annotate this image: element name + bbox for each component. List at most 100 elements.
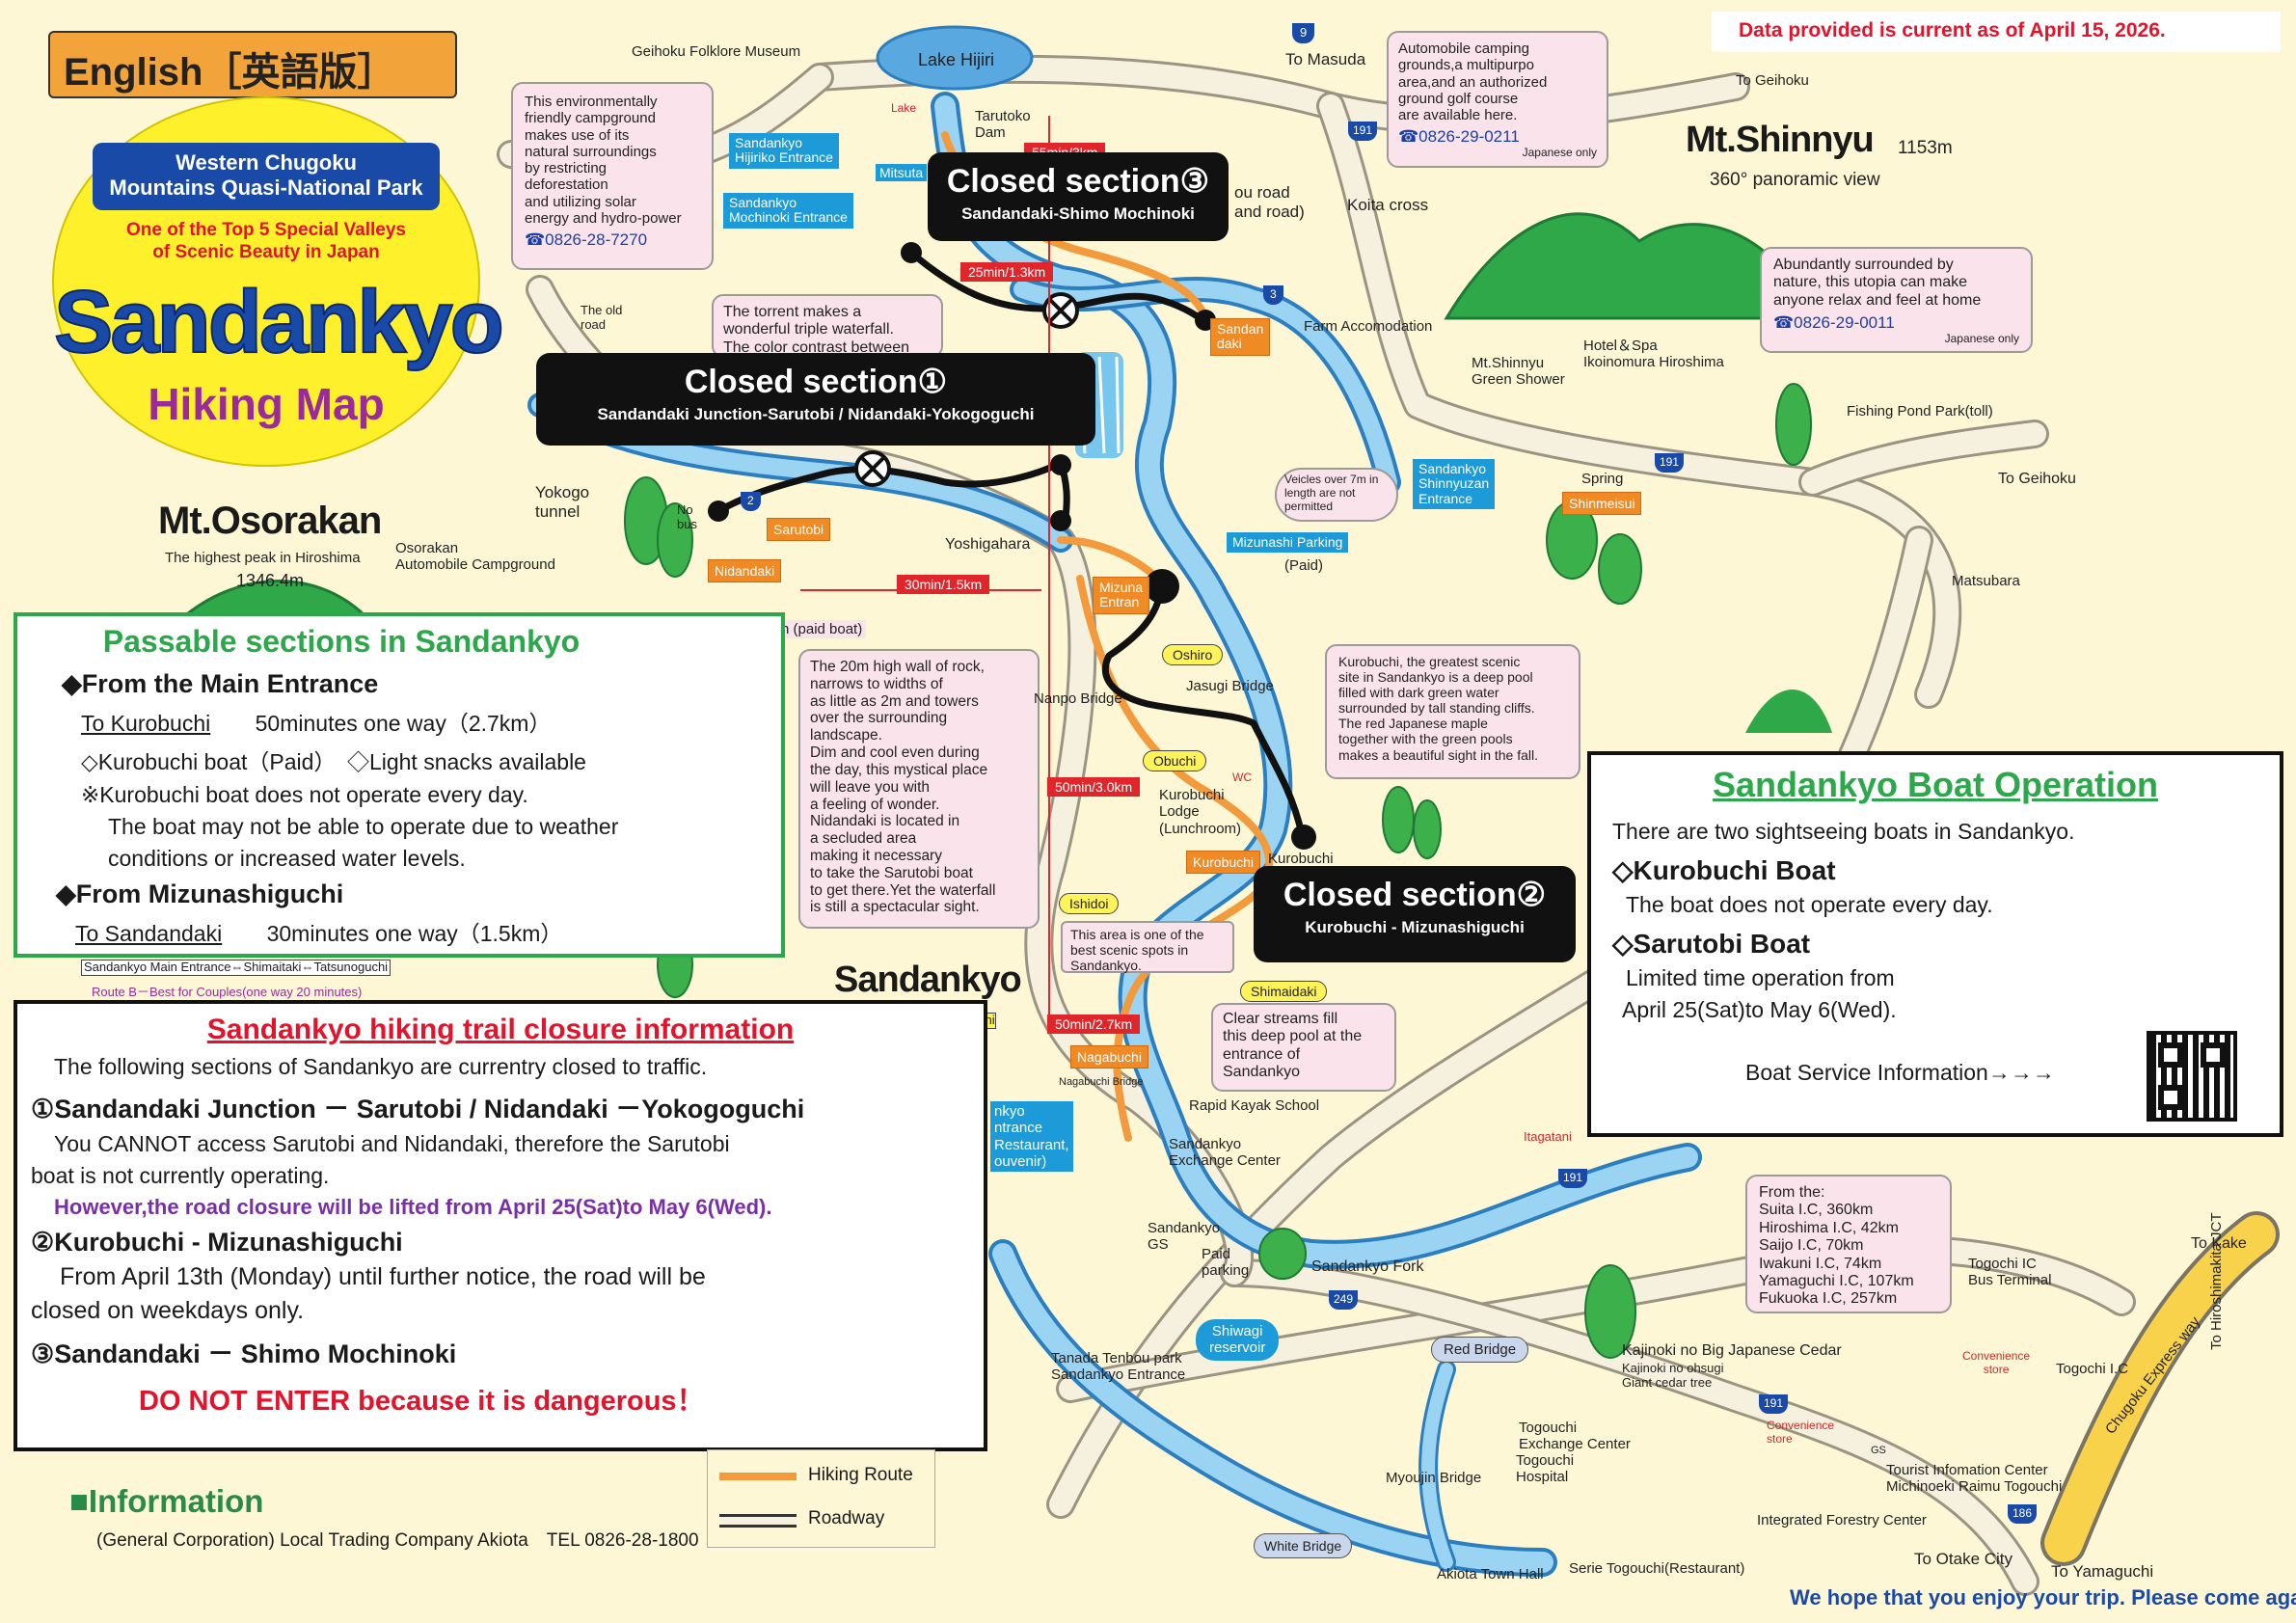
togochi-ic2-label: Togochi I.C bbox=[2056, 1361, 2129, 1377]
togochi-hospital-label: Togouchi Hospital bbox=[1516, 1452, 1575, 1486]
wall-line: narrows to widths of bbox=[810, 675, 943, 692]
utopia-info-box: Abundantly surrounded by nature, this ut… bbox=[1760, 247, 2033, 353]
auto-camping-line: are available here. bbox=[1398, 107, 1518, 123]
scenic-spot-info-box: This area is one of the best scenic spot… bbox=[1061, 921, 1234, 973]
wall-line: over the surrounding bbox=[810, 710, 948, 727]
convenience-store-2-label: Convenience store bbox=[1767, 1419, 1835, 1446]
from-line: Hiroshima I.C, 42km bbox=[1759, 1219, 1899, 1236]
lake-sign-label: Lake bbox=[891, 101, 917, 115]
nanpo-bridge-label: Nanpo Bridge bbox=[1034, 690, 1122, 707]
closed-section-2-subtitle: Kurobuchi - Mizunashiguchi bbox=[1305, 918, 1525, 936]
to-masuda-label: To Masuda bbox=[1285, 50, 1366, 68]
route-191-shield-a: 191 bbox=[1348, 122, 1378, 141]
sarutobi-tag: Sarutobi bbox=[767, 518, 831, 541]
distance-50min-b: 50min/2.7km bbox=[1047, 1014, 1141, 1034]
from-line: Saijo I.C, 70km bbox=[1759, 1237, 1864, 1255]
closed-section-1-badge: Closed section① Sandandaki Junction-Saru… bbox=[536, 353, 1095, 446]
logo-circle: Western Chugoku Mountains Quasi-National… bbox=[52, 96, 505, 467]
nagabuchi-tag: Nagabuchi bbox=[1070, 1045, 1148, 1068]
closure-section-1-lift: However,the road closure will be lifted … bbox=[54, 1195, 772, 1219]
gs-marker: GS bbox=[1871, 1445, 1886, 1456]
to-otake-label: To Otake City bbox=[1914, 1550, 2013, 1568]
closure-section-2: ②Kurobuchi - Mizunashiguchi bbox=[31, 1228, 403, 1257]
forestry-center-label: Integrated Forestry Center bbox=[1757, 1512, 1927, 1528]
yokogo-tunnel-label: Yokogo tunnel bbox=[535, 483, 590, 521]
wall-line: a secluded area bbox=[810, 830, 917, 848]
campground-tel[interactable]: ☎0826-28-7270 bbox=[525, 230, 648, 249]
auto-camping-line: Automobile camping bbox=[1398, 41, 1529, 57]
wall-line: making it necessary bbox=[810, 847, 942, 864]
boat-intro: There are two sightseeing boats in Sanda… bbox=[1612, 819, 2075, 844]
closure-section-1-desc-1: You CANNOT access Sarutobi and Nidandaki… bbox=[54, 1131, 730, 1156]
sandandaki-tag: Sandan daki bbox=[1210, 318, 1271, 356]
wall-line: to get there.Yet the waterfall bbox=[810, 881, 996, 899]
farm-label: Farm Accomodation bbox=[1304, 318, 1433, 335]
wall-line: as little as 2m and towers bbox=[810, 692, 979, 710]
auto-camping-tel[interactable]: ☎0826-29-0211 bbox=[1398, 127, 1520, 147]
wall-line: is still a spectacular sight. bbox=[810, 899, 980, 916]
distance-from-box: From the: Suita I.C, 360km Hiroshima I.C… bbox=[1745, 1175, 1952, 1313]
qr-code-icon[interactable] bbox=[2147, 1031, 2237, 1122]
route-2-shield: 2 bbox=[741, 492, 761, 511]
vehicles-line: permitted bbox=[1284, 499, 1334, 513]
passable-note-1: ※Kurobuchi boat does not operate every d… bbox=[81, 782, 528, 807]
information-line: (General Corporation) Local Trading Comp… bbox=[96, 1530, 699, 1551]
valley-line2: of Scenic Beauty in Japan bbox=[152, 242, 380, 262]
shiwagi-reservoir-label: Shiwagi reservoir bbox=[1196, 1319, 1280, 1361]
to-yamaguchi-label: To Yamaguchi bbox=[2051, 1562, 2154, 1581]
no-bus-label: No bus bbox=[677, 502, 697, 531]
shimaidaki-tag: Shimaidaki bbox=[1240, 981, 1328, 1002]
hijiriko-entrance-tag: Sandankyo Hijiriko Entrance bbox=[729, 133, 839, 169]
auto-camping-line: ground golf course bbox=[1398, 90, 1519, 107]
streams-line: Sandankyo bbox=[1223, 1064, 1301, 1081]
tourist-info-label: Tourist Infomation Center Michinoeki Rai… bbox=[1886, 1462, 2063, 1496]
legend-roadway-label: Roadway bbox=[808, 1508, 885, 1528]
exchange-center-label: Sandankyo Exchange Center bbox=[1169, 1136, 1281, 1170]
to-kurobuchi-time: 50minutes one way（2.7km） bbox=[255, 711, 552, 736]
data-notice-text: Data provided is current as of April 15,… bbox=[1739, 19, 2166, 41]
boat-sarutobi-desc-2: April 25(Sat)to May 6(Wed). bbox=[1622, 997, 1897, 1022]
passable-sections-panel: Passable sections in Sandankyo ◆From the… bbox=[14, 612, 785, 958]
kurobuchi-line: together with the green pools bbox=[1338, 731, 1513, 747]
wall-line: to take the Sarutobi boat bbox=[810, 864, 973, 881]
utopia-line: Abundantly surrounded by bbox=[1773, 257, 1954, 273]
utopia-tel[interactable]: ☎0826-29-0011 bbox=[1773, 313, 1895, 333]
mt-shinnyu-view: 360° panoramic view bbox=[1710, 170, 1880, 190]
logo-subtitle: Hiking Map bbox=[148, 379, 385, 429]
sandankyo-area-label: Sandankyo bbox=[834, 960, 1022, 1000]
vehicles-line: length are not bbox=[1284, 485, 1356, 500]
route-191-shield-b: 191 bbox=[1655, 453, 1685, 473]
closure-title: Sandankyo hiking trail closure informati… bbox=[206, 1014, 795, 1045]
legend-hiking-label: Hiking Route bbox=[808, 1465, 913, 1485]
vehicles-info-box: Veicles over 7m in length are not permit… bbox=[1275, 468, 1398, 522]
boat-service-link[interactable]: Boat Service Information→→→ bbox=[1745, 1060, 2055, 1085]
route-249-shield: 249 bbox=[1329, 1290, 1359, 1310]
closed-section-2-title: Closed section② bbox=[1283, 877, 1547, 913]
torrent-line: The color contrast between bbox=[723, 338, 909, 356]
mitsuta-label: Mitsuta bbox=[876, 164, 928, 182]
campground-line: natural surroundings bbox=[525, 143, 657, 160]
closed-section-3-subtitle: Sandandaki-Shimo Mochinoki bbox=[961, 204, 1195, 223]
streams-line: entrance of bbox=[1223, 1045, 1301, 1063]
closure-section-1: ①Sandandaki Junction － Sarutobi / Nidand… bbox=[31, 1095, 805, 1123]
streams-info-box: Clear streams fill this deep pool at the… bbox=[1211, 1003, 1396, 1092]
shinnyuzan-entrance-tag: Sandankyo Shinnyuzan Entrance bbox=[1413, 459, 1496, 510]
distance-50min-a: 50min/3.0km bbox=[1047, 777, 1141, 797]
wall-line: will leave you with bbox=[810, 778, 931, 796]
passable-sandandaki-row: To Sandandaki 30minutes one way（1.5km） bbox=[75, 915, 766, 948]
boat-kurobuchi-heading: ◇Kurobuchi Boat bbox=[1612, 855, 1836, 885]
park-name-box: Western Chugoku Mountains Quasi-National… bbox=[93, 143, 440, 210]
from-line: Fukuoka I.C, 257km bbox=[1759, 1290, 1898, 1308]
valley-line1: One of the Top 5 Special Valleys bbox=[125, 220, 407, 240]
sandankyo-fork-label: Sandankyo Fork bbox=[1311, 1258, 1424, 1275]
scenic-line: This area is one of the bbox=[1070, 927, 1204, 942]
obuchi-tag: Obuchi bbox=[1143, 750, 1207, 771]
boat-title: Sandankyo Boat Operation bbox=[1712, 765, 2159, 804]
auto-camping-note: Japanese only bbox=[1522, 145, 1597, 159]
lake-hijiri-shape bbox=[876, 25, 1034, 91]
english-badge-text: English［英語版］ bbox=[64, 51, 396, 94]
convenience-store-1-label: Convenience store bbox=[1962, 1349, 2031, 1376]
campground-line: energy and hydro-power bbox=[525, 209, 682, 227]
passable-title: Passable sections in Sandankyo bbox=[102, 624, 581, 659]
